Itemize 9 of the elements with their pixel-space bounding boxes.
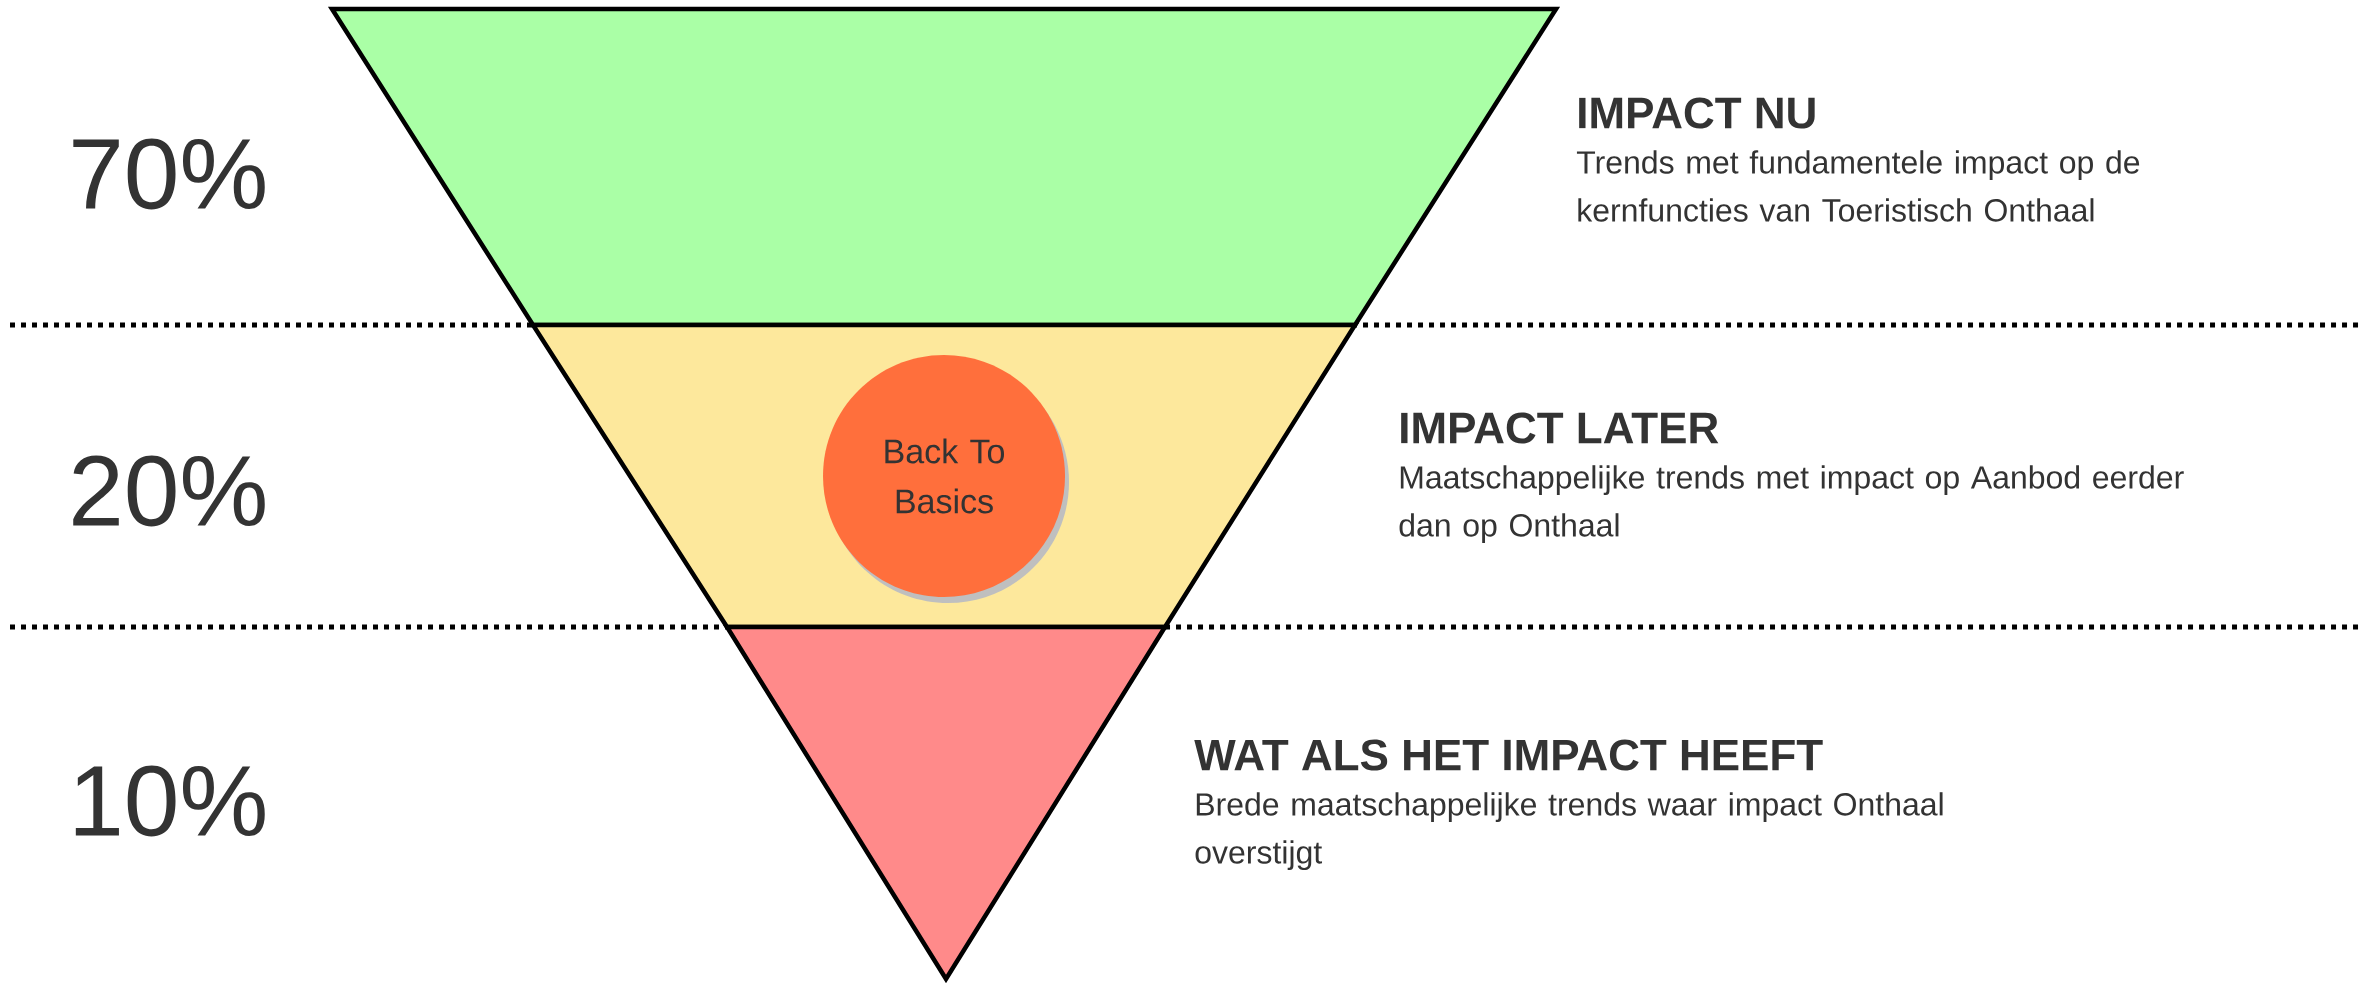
percentage-label: 10% — [75, 765, 265, 837]
percentage-label: 20% — [73, 455, 265, 527]
heading: IMPACT NU — [1579, 97, 1815, 129]
circle-badge: Back To Basics — [823, 355, 1069, 603]
heading: WAT ALS HET IMPACT HEEFT — [1194, 739, 1823, 771]
description-text: Maatschappelijke trends met impact op Aanbod eerder dan op Onthaal — [1399, 465, 2184, 543]
description-text: Trends met fundamentele impact op de kernfuncties van Toeristisch Onthaal — [1576, 150, 2140, 222]
description-text: Brede maatschappelijke trends waar impact Onthaal overstijgt — [1195, 792, 1943, 870]
heading: IMPACT LATER — [1401, 412, 1719, 444]
